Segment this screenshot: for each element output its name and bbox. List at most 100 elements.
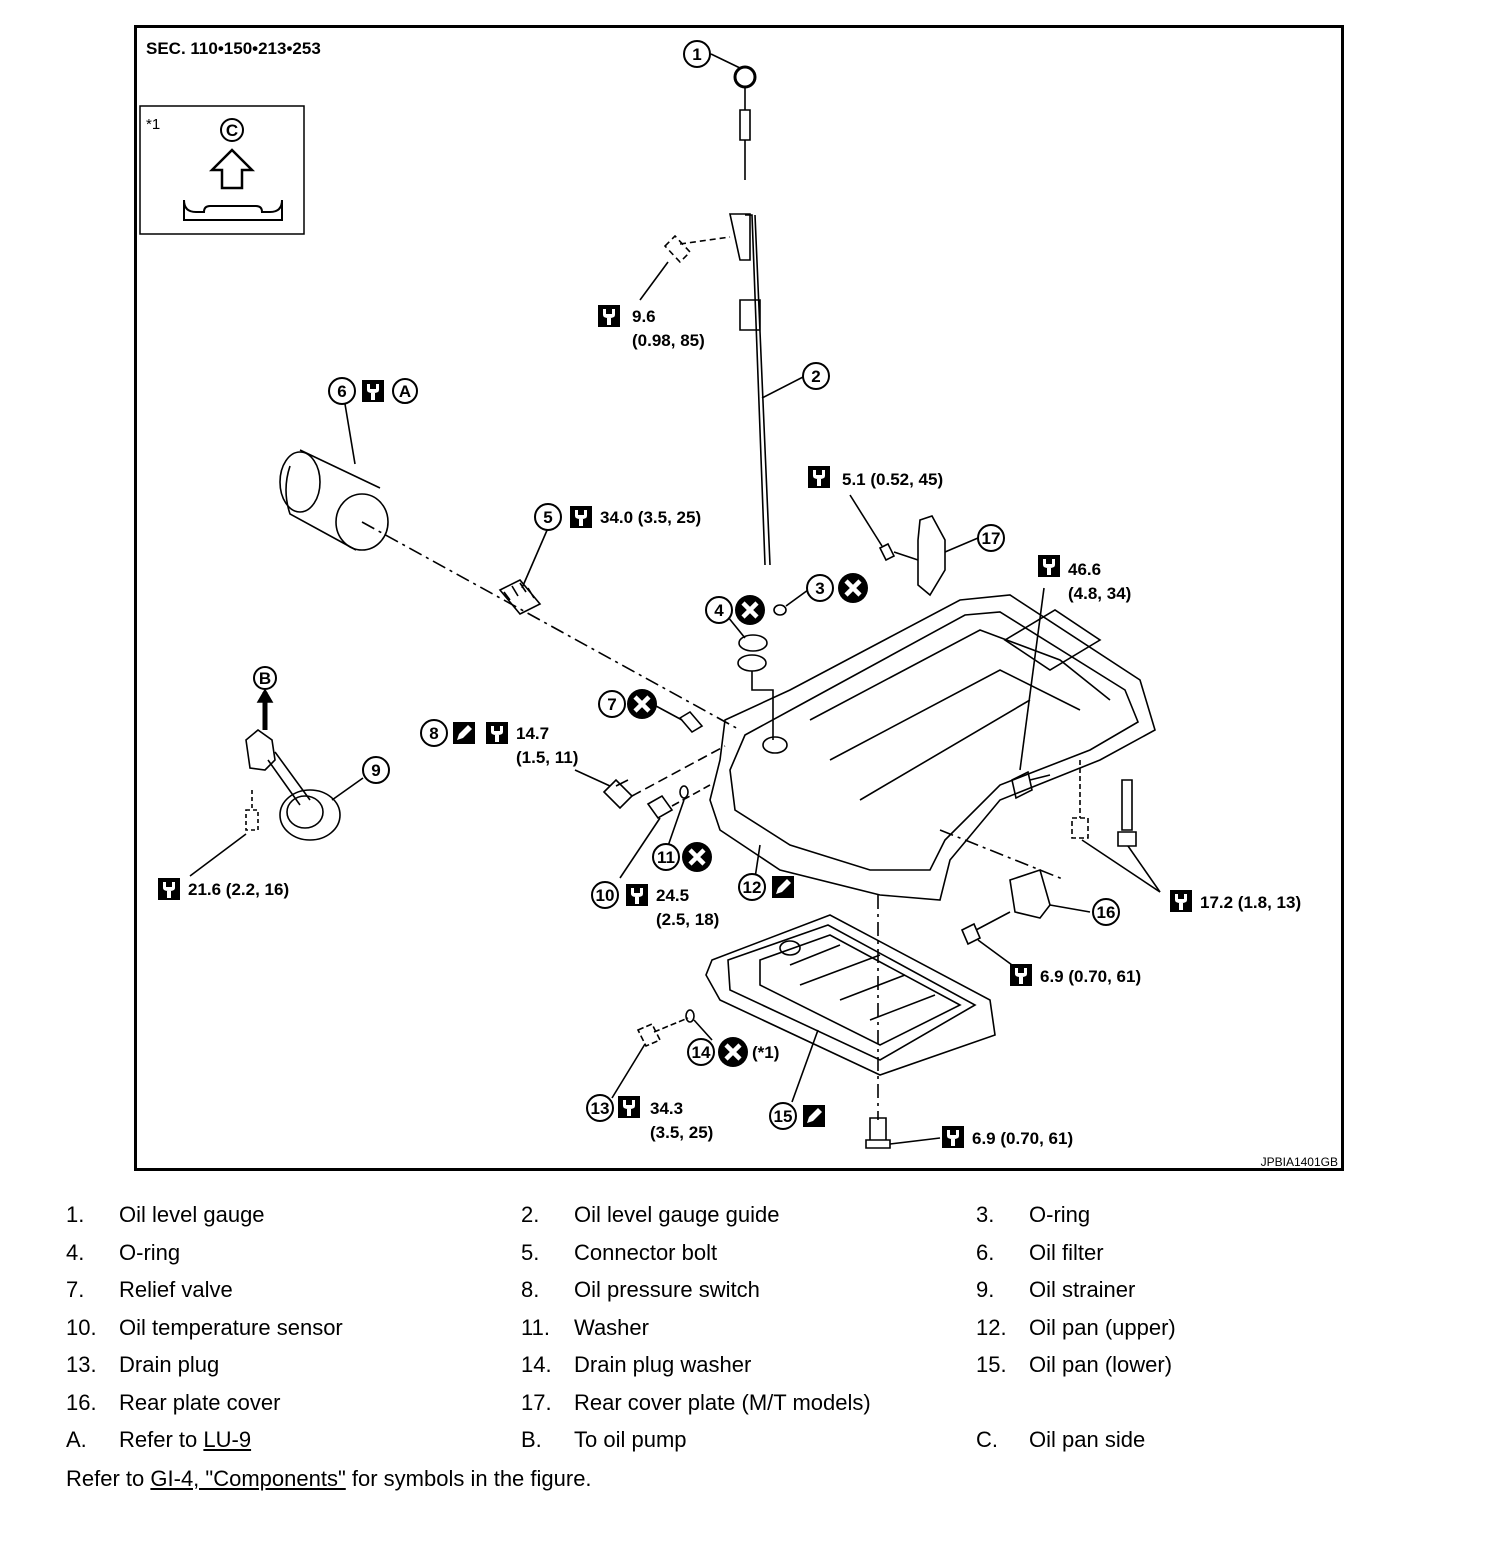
svg-text:9: 9 xyxy=(371,761,380,780)
legend-number: 15. xyxy=(976,1352,1007,1377)
legend-label: Relief valve xyxy=(119,1277,233,1302)
torque-value: (0.98, 85) xyxy=(632,331,705,350)
section-number: SEC. 110•150•213•253 xyxy=(146,39,321,58)
svg-text:17: 17 xyxy=(982,529,1001,548)
torque-value: 34.0 (3.5, 25) xyxy=(600,508,701,527)
sealant-icon xyxy=(453,722,475,744)
torque-labels: 9.6 (0.98, 85) 34.0 (3.5, 25) 5.1 (0.52,… xyxy=(188,307,1301,1148)
legend-label: Oil level gauge xyxy=(119,1202,265,1227)
gi-4-components-link[interactable]: GI-4, "Components" xyxy=(150,1466,346,1491)
torque-wrench-icon xyxy=(1038,555,1060,577)
inset-footnote-mark: *1 xyxy=(146,116,160,133)
torque-value: (2.5, 18) xyxy=(656,910,719,929)
legend-number: 16. xyxy=(66,1389,97,1415)
legend-number: B. xyxy=(521,1427,542,1452)
sealant-icon xyxy=(803,1105,825,1127)
legend-row: 13.Drain plug 14.Drain plug washer 15.Oi… xyxy=(66,1352,1446,1390)
torque-value: 6.9 (0.70, 61) xyxy=(1040,967,1141,986)
torque-wrench-icon xyxy=(1010,964,1032,986)
legend-label: Rear plate cover xyxy=(119,1389,281,1415)
callout-B: B xyxy=(259,669,271,688)
torque-wrench-icon xyxy=(808,466,830,488)
replace-part-icon xyxy=(735,595,765,625)
torque-value: (3.5, 25) xyxy=(650,1123,713,1142)
replace-part-icon xyxy=(718,1037,748,1067)
legend-label: O-ring xyxy=(1029,1202,1091,1227)
inset-oil-pan-side: *1 C xyxy=(139,105,305,235)
torque-value: 24.5 xyxy=(656,886,689,905)
torque-wrench-icon xyxy=(618,1096,640,1118)
torque-wrench-icon xyxy=(626,884,648,906)
replace-part-icon xyxy=(838,573,868,603)
callout-8: 8 xyxy=(420,719,448,747)
torque-value: 34.3 xyxy=(650,1099,683,1118)
torque-value: (4.8, 34) xyxy=(1068,584,1131,603)
legend-row: 16.Rear plate cover 17.Rear cover plate … xyxy=(66,1390,1446,1428)
legend-label: Washer xyxy=(574,1314,649,1340)
svg-text:4: 4 xyxy=(714,601,724,620)
symbol-icons xyxy=(158,305,1192,1148)
callout-4: 4 xyxy=(705,596,733,624)
legend-number: 5. xyxy=(521,1239,540,1265)
callout-A: A xyxy=(392,378,418,404)
legend-row: 10.Oil temperature sensor 11.Washer 12.O… xyxy=(66,1315,1446,1353)
svg-text:14: 14 xyxy=(692,1043,711,1062)
callout-15: 15 xyxy=(769,1102,797,1130)
up-arrow-icon xyxy=(208,148,256,190)
legend-label: Oil pan side xyxy=(1029,1427,1146,1452)
legend-number: 2. xyxy=(521,1202,540,1227)
callout-9: 9 xyxy=(362,756,390,784)
legend-number: 3. xyxy=(976,1202,995,1227)
parts-legend: 1.Oil level gauge 2.Oil level gauge guid… xyxy=(66,1202,1446,1465)
callout-16: 16 xyxy=(1092,898,1120,926)
svg-text:11: 11 xyxy=(657,848,675,867)
symbols-note: Refer to GI-4, "Components" for symbols … xyxy=(66,1466,592,1492)
replace-part-icon xyxy=(682,842,712,872)
torque-wrench-icon xyxy=(570,506,592,528)
torque-value: 21.6 (2.2, 16) xyxy=(188,880,289,899)
callout-7: 7 xyxy=(598,690,626,718)
torque-wrench-icon xyxy=(362,380,384,402)
svg-text:2: 2 xyxy=(811,367,820,386)
legend-row: 4.O-ring 5.Connector bolt 6.Oil filter xyxy=(66,1240,1446,1278)
legend-number: 14. xyxy=(521,1352,552,1377)
callout-3: 3 xyxy=(806,574,834,602)
legend-label: Drain plug washer xyxy=(574,1352,752,1377)
note-text: Refer to xyxy=(66,1466,145,1491)
legend-row: 1.Oil level gauge 2.Oil level gauge guid… xyxy=(66,1202,1446,1240)
legend-label: Oil filter xyxy=(1029,1239,1104,1265)
legend-number: C. xyxy=(976,1427,998,1452)
replace-part-icon xyxy=(627,689,657,719)
callout-2: 2 xyxy=(802,362,830,390)
torque-wrench-icon xyxy=(158,878,180,900)
torque-wrench-icon xyxy=(942,1126,964,1148)
lu-9-link[interactable]: LU-9 xyxy=(203,1427,252,1452)
legend-number: 6. xyxy=(976,1239,995,1265)
svg-text:7: 7 xyxy=(607,695,616,714)
legend-number: A. xyxy=(66,1427,87,1452)
callout-13: 13 xyxy=(586,1094,614,1122)
legend-number: 9. xyxy=(976,1277,995,1302)
svg-text:15: 15 xyxy=(774,1107,793,1126)
legend-number: 7. xyxy=(66,1277,85,1302)
callout-14: 14 xyxy=(687,1038,715,1066)
legend-number: 13. xyxy=(66,1352,97,1377)
svg-text:B: B xyxy=(259,669,271,688)
legend-label: Oil level gauge guide xyxy=(574,1202,780,1227)
sealant-icon xyxy=(772,876,794,898)
svg-text:13: 13 xyxy=(591,1099,610,1118)
inset-letter: C xyxy=(226,121,238,140)
note-text: for symbols in the figure. xyxy=(351,1466,592,1491)
torque-value: 17.2 (1.8, 13) xyxy=(1200,893,1301,912)
legend-number: 11. xyxy=(521,1314,550,1340)
part-callouts: 1 2 3 4 5 6 7 8 9 10 11 12 13 14 15 16 1… xyxy=(259,40,1120,1130)
torque-wrench-icon xyxy=(1170,890,1192,912)
legend-label: Drain plug xyxy=(119,1352,220,1377)
legend-label: To oil pump xyxy=(574,1427,687,1452)
svg-text:A: A xyxy=(399,382,411,401)
svg-text:5: 5 xyxy=(543,508,552,527)
legend-number: 17. xyxy=(521,1389,552,1415)
figure-id: JPBIA1401GB xyxy=(1261,1155,1338,1169)
svg-text:3: 3 xyxy=(815,579,824,598)
legend-label: Oil pressure switch xyxy=(574,1277,760,1302)
